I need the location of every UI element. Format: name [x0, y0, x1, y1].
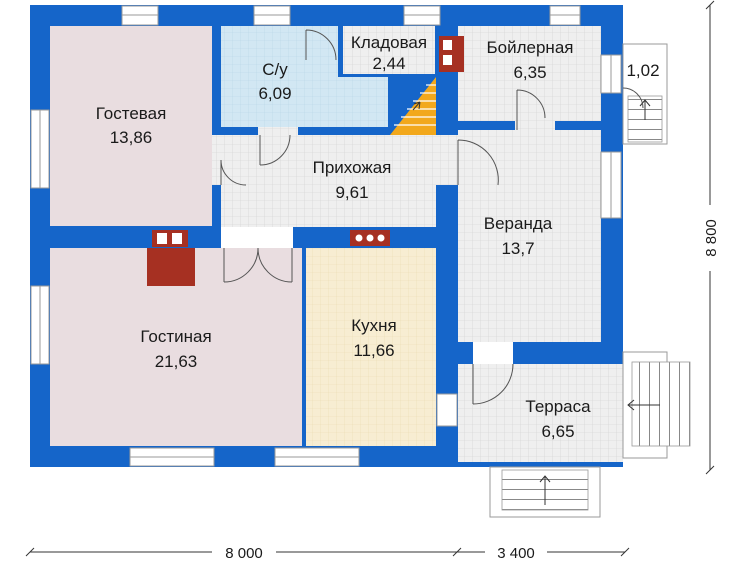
- room-bathroom-area: 6,09: [258, 84, 291, 103]
- room-hallway-name: Прихожая: [313, 158, 392, 177]
- room-living-area: 21,63: [155, 352, 198, 371]
- room-bathroom: [221, 26, 388, 127]
- room-veranda-area: 13,7: [501, 239, 534, 258]
- room-kitchen-name: Кухня: [351, 316, 397, 335]
- doorway-bathroom: [258, 127, 298, 135]
- room-guest: [50, 26, 212, 226]
- room-hallway: [221, 135, 436, 227]
- room-boiler-name: Бойлерная: [487, 38, 574, 57]
- room-bathroom-name: С/у: [262, 60, 288, 79]
- room-storage-name: Кладовая: [351, 33, 427, 52]
- room-terrace: [458, 364, 623, 462]
- room-terrace-area: 6,65: [541, 422, 574, 441]
- partition: [302, 248, 306, 350]
- interior-stair-steps: [394, 84, 436, 126]
- room-kitchen: [306, 248, 436, 446]
- room-kitchen-area: 11,66: [353, 341, 394, 360]
- room-terrace-name: Терраса: [525, 397, 591, 416]
- doorway-boiler: [515, 121, 555, 130]
- doorway-veranda: [436, 135, 458, 185]
- door-swings: [220, 29, 546, 405]
- room-boiler: [458, 26, 601, 121]
- doorway-living: [221, 227, 293, 248]
- room-guest-name: Гостевая: [96, 104, 167, 123]
- dimension-height: 8 800: [703, 219, 720, 257]
- dimension-width-extra: 3 400: [497, 545, 535, 562]
- room-storage-area: 2,44: [372, 54, 405, 73]
- room-veranda: [458, 130, 601, 342]
- doorway-guest: [212, 135, 221, 185]
- room-living-name: Гостиная: [140, 327, 211, 346]
- room-veranda-name: Веранда: [484, 214, 553, 233]
- fireplace: [147, 248, 195, 286]
- room-storage: [343, 26, 435, 74]
- room-annex-area: 1,02: [626, 61, 659, 80]
- room-hallway-area: 9,61: [335, 183, 368, 202]
- interior-stair: [390, 77, 436, 135]
- dimension-width-main: 8 000: [225, 545, 263, 562]
- room-guest-area: 13,86: [110, 128, 153, 147]
- room-boiler-area: 6,35: [513, 63, 546, 82]
- doorway-terrace: [473, 342, 513, 364]
